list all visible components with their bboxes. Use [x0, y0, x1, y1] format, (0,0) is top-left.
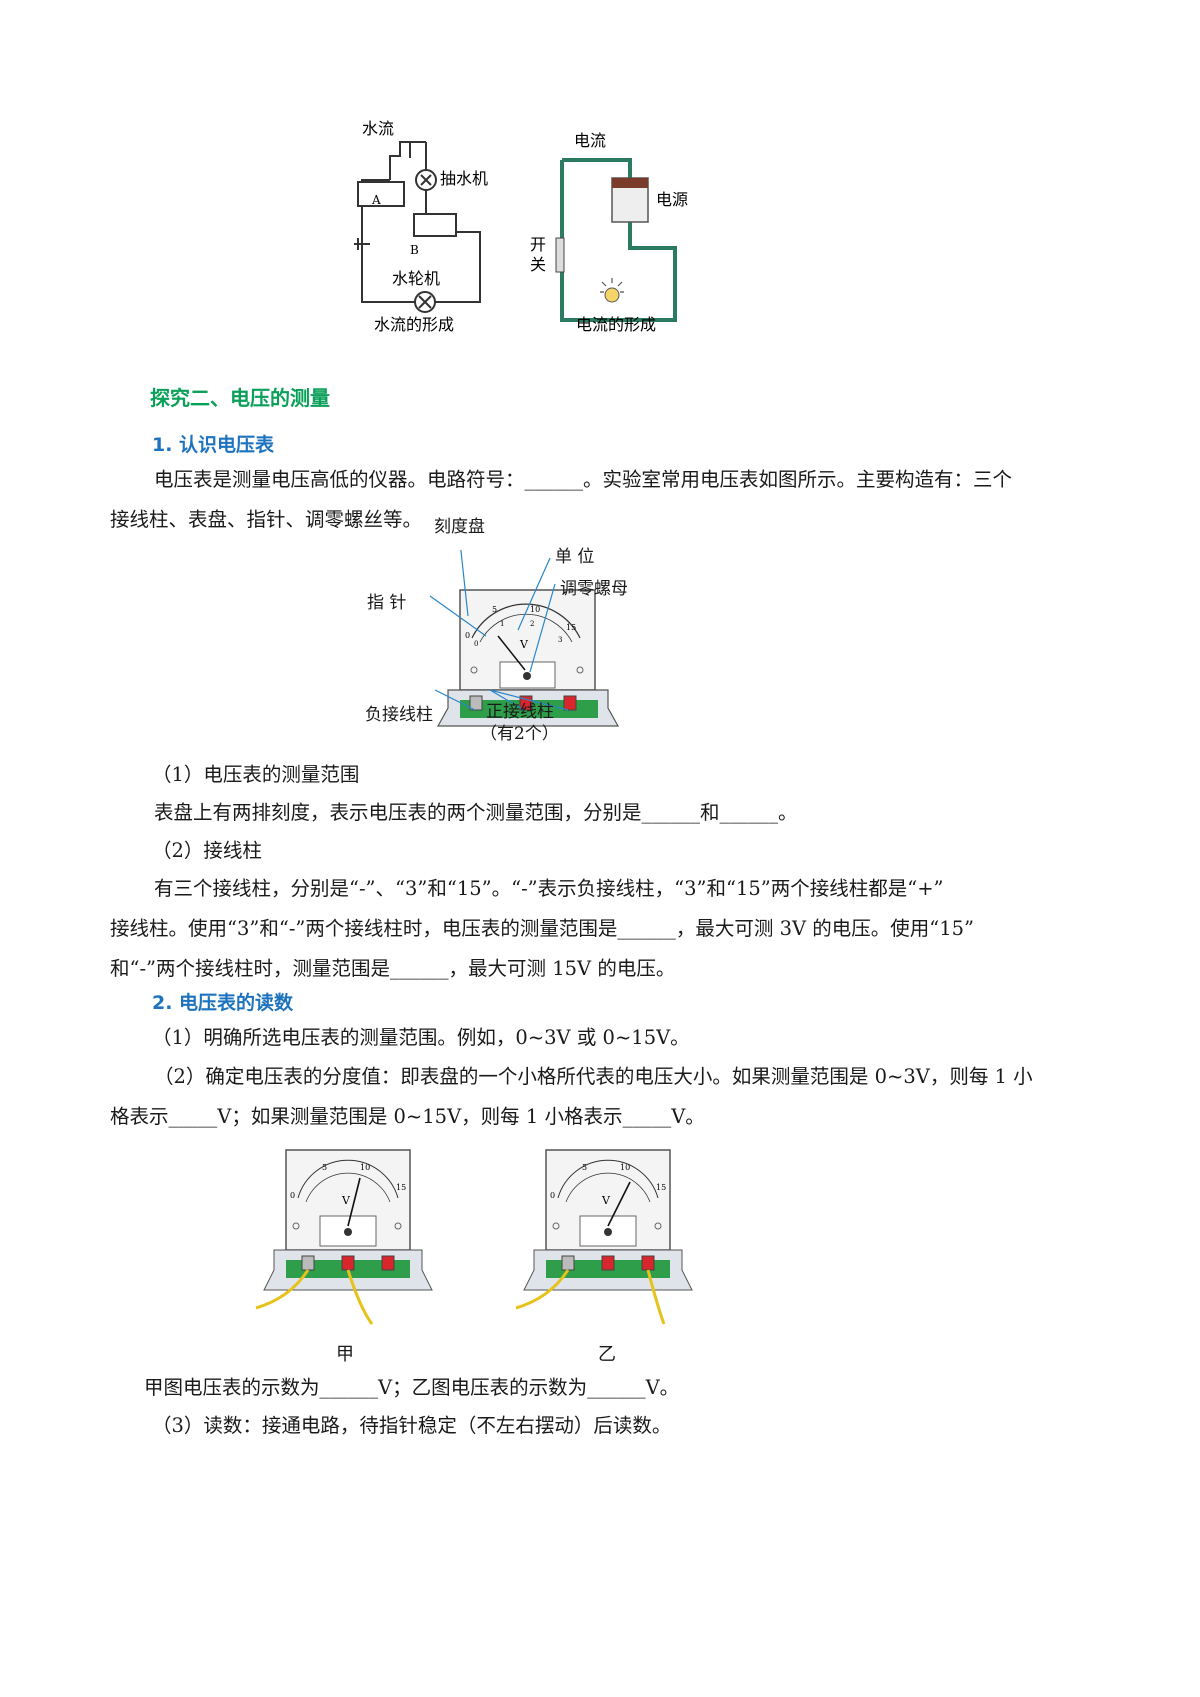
jia-tick-0: 0: [290, 1191, 295, 1200]
label-unit: 单 位: [555, 547, 595, 567]
current-flow-label: 电流: [574, 131, 606, 150]
switch-label-2: 关: [530, 255, 546, 274]
tick-inner-0: 0: [474, 640, 478, 648]
bulb-icon: [604, 287, 620, 303]
label-needle: 指 针: [367, 593, 407, 613]
terminal-line-3: 和“-”两个接线柱时，测量范围是______，最大可测 15V 的电压。: [110, 957, 676, 980]
current-flow-diagram: [560, 158, 677, 322]
range-heading: （1）电压表的测量范围: [152, 763, 360, 786]
battery-top: [612, 178, 648, 188]
unit-symbol: V: [519, 638, 529, 651]
tick-outer-3: 15: [566, 623, 576, 632]
turbine-label: 水轮机: [392, 269, 440, 288]
power-source-label: 电源: [656, 190, 688, 209]
terminal-paragraph: 有三个接线柱，分别是“-”、“3”和“15”。“-”表示负接线柱，“3”和“15…: [110, 869, 1090, 989]
intro-line-1: 电压表是测量电压高低的仪器。电路符号：______。实验室常用电压表如图所示。主…: [154, 468, 1013, 491]
switch-icon: [555, 237, 565, 273]
voltmeter-jia: 0 5 10 15 V: [255, 1149, 433, 1325]
voltmeter-yi: 0 5 10 15 V: [515, 1149, 693, 1325]
water-caption: 水流的形成: [374, 315, 454, 334]
meter-label-yi: 乙: [598, 1344, 616, 1365]
reading-step-1: （1）明确所选电压表的测量范围。例如，0~3V 或 0~15V。: [152, 1026, 690, 1049]
tick-inner-1: 1: [500, 620, 504, 628]
yi-unit: V: [601, 1194, 611, 1207]
tick-outer-0: 0: [465, 631, 470, 640]
bulb-rays-icon: [600, 278, 624, 293]
voltmeter-diagram: 0 5 10 15 0 1 2 3 V: [429, 550, 620, 727]
screw-left-icon: [470, 666, 478, 674]
tick-outer-1: 5: [492, 605, 497, 614]
water-flow-label: 水流: [362, 120, 394, 138]
yi-tick-5: 5: [582, 1163, 587, 1172]
screw-right-icon: [576, 666, 584, 674]
positive-terminal-15: [563, 695, 577, 711]
tick-inner-3: 3: [558, 636, 562, 644]
reading-step-2-line-1: （2）确定电压表的分度值：即表盘的一个小格所代表的电压大小。如果测量范围是 0~…: [154, 1065, 1033, 1088]
jia-tick-15: 15: [396, 1183, 406, 1192]
yi-tick-10: 10: [620, 1163, 630, 1172]
reading-step-2-line-2: 格表示_____V；如果测量范围是 0~15V，则每 1 小格表示_____V。: [110, 1105, 705, 1128]
container-a-label: A: [371, 193, 381, 207]
subsection-title-1: 1. 认识电压表: [152, 434, 275, 456]
reading-question: 甲图电压表的示数为______V；乙图电压表的示数为______V。: [144, 1376, 680, 1399]
pump-label: 抽水机: [440, 169, 488, 188]
label-negative-terminal: 负接线柱: [365, 705, 433, 725]
intro-line-2: 接线柱、表盘、指针、调零螺丝等。: [110, 508, 423, 531]
reading-step-2: （2）确定电压表的分度值：即表盘的一个小格所代表的电压大小。如果测量范围是 0~…: [110, 1057, 1090, 1137]
negative-terminal: [469, 695, 483, 711]
switch-label-1: 开: [530, 235, 546, 254]
range-text: 表盘上有两排刻度，表示电压表的两个测量范围，分别是______和______。: [154, 801, 798, 824]
water-flow-diagram: [354, 141, 481, 313]
current-caption: 电流的形成: [576, 315, 656, 334]
label-zero-knob: 调零螺母: [560, 579, 628, 599]
analogy-figure: 水流 抽水机 A B 水轮机 水流的形成 电流 电源 开 关 电流的形成: [354, 120, 688, 334]
pointer-lines: [429, 550, 569, 711]
scale-arc: [471, 603, 581, 639]
tick-outer-2: 10: [530, 605, 540, 614]
jia-unit: V: [341, 1194, 351, 1207]
terminal-line-2: 接线柱。使用“3”和“-”两个接线柱时，电压表的测量范围是______，最大可测…: [110, 917, 975, 940]
terminal-line-1: 有三个接线柱，分别是“-”、“3”和“15”。“-”表示负接线柱，“3”和“15…: [154, 877, 944, 900]
label-scale: 刻度盘: [434, 517, 485, 537]
voltmeter-comparison-figure: 0 5 10 15 V 0 5 10 15 V: [255, 1149, 693, 1325]
subsection-title-2: 2. 电压表的读数: [152, 992, 294, 1014]
reading-step-3: （3）读数：接通电路，待指针稳定（不左右摆动）后读数。: [152, 1414, 672, 1437]
label-positive-note: （有2个）: [480, 724, 559, 744]
tick-inner-2: 2: [530, 620, 534, 628]
jia-needle: [347, 1177, 361, 1227]
section-title: 探究二、电压的测量: [150, 386, 330, 410]
terminal-heading: （2）接线柱: [152, 839, 262, 862]
needle: [497, 635, 526, 671]
container-b-label: B: [410, 243, 419, 257]
intro-paragraph: 电压表是测量电压高低的仪器。电路符号：______。实验室常用电压表如图所示。主…: [110, 460, 1090, 540]
scale-arc-inner: [479, 613, 573, 643]
zero-knob-icon: [523, 672, 531, 680]
jia-tick-10: 10: [360, 1163, 370, 1172]
yi-needle: [607, 1181, 631, 1227]
label-positive-terminal: 正接线柱: [486, 702, 554, 722]
yi-tick-15: 15: [656, 1183, 666, 1192]
meter-label-jia: 甲: [336, 1344, 354, 1365]
yi-tick-0: 0: [550, 1191, 555, 1200]
jia-tick-5: 5: [322, 1163, 327, 1172]
